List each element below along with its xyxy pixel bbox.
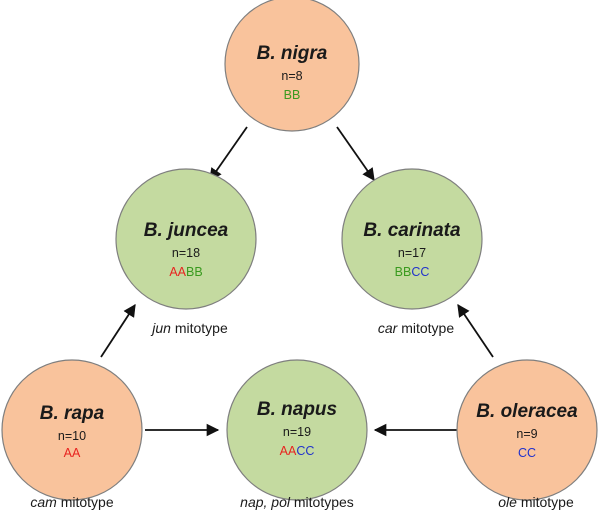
node-b-napus: B. napus n=19 AACC: [226, 359, 368, 501]
node-b-oleracea: B. oleracea n=9 CC: [456, 359, 598, 501]
mitotype-label-juncea: jun mitotype: [150, 320, 228, 336]
mitotype-word: mitotype: [397, 320, 454, 336]
genome-segment-cc: CC: [296, 444, 314, 458]
node-b-nigra: B. nigra n=8 BB: [224, 0, 360, 132]
genome-segment-aa: AA: [169, 265, 186, 279]
species-name: B. nigra: [257, 43, 328, 64]
arrow-rapa-to-juncea: [100, 303, 136, 358]
node-b-nigra-circle: [224, 0, 360, 132]
mitotype-word: mitotype: [57, 494, 114, 510]
node-b-rapa-circle: [1, 359, 143, 501]
genome-segment-aa: AA: [64, 446, 81, 460]
node-b-juncea: B. juncea n=18 AABB: [115, 168, 257, 310]
chromosome-count: n=19: [283, 425, 311, 439]
genome-segment-cc: CC: [411, 265, 429, 279]
mitotype-word: mitotype: [171, 320, 228, 336]
arrow-oleracea-to-carinata: [457, 303, 494, 358]
mitotype-code: cam: [30, 494, 57, 510]
mitotype-code: jun: [150, 320, 171, 336]
species-name: B. napus: [257, 399, 337, 420]
genome-segment-bb: BB: [395, 265, 412, 279]
chromosome-count: n=9: [516, 427, 537, 441]
genome-formula: AABB: [169, 265, 202, 279]
mitotype-code: nap, pol: [240, 494, 291, 510]
mitotype-label-carinata: car mitotype: [378, 320, 454, 336]
node-b-napus-circle: [226, 359, 368, 501]
genome-formula: BBCC: [395, 265, 430, 279]
mitotype-label-napus: nap, pol mitotypes: [240, 494, 354, 510]
node-b-rapa: B. rapa n=10 AA: [1, 359, 143, 501]
chromosome-count: n=8: [281, 69, 302, 83]
mitotype-code: ole: [498, 494, 517, 510]
genome-formula: BB: [284, 88, 301, 102]
genome-formula: CC: [518, 446, 536, 460]
genome-formula: AACC: [280, 444, 315, 458]
mitotype-word: mitotypes: [290, 494, 354, 510]
genome-segment-bb: BB: [186, 265, 203, 279]
species-name: B. carinata: [363, 220, 461, 241]
genome-segment-cc: CC: [518, 446, 536, 460]
chromosome-count: n=18: [172, 246, 200, 260]
species-name: B. rapa: [40, 403, 105, 424]
mitotype-word: mitotype: [517, 494, 574, 510]
genome-formula: AA: [64, 446, 81, 460]
node-b-carinata-circle: [341, 168, 483, 310]
arrow-nigra-to-carinata: [336, 126, 375, 182]
arrow-nigra-to-juncea: [209, 126, 248, 182]
node-b-oleracea-circle: [456, 359, 598, 501]
chromosome-count: n=17: [398, 246, 426, 260]
chromosome-count: n=10: [58, 429, 86, 443]
mitotype-label-rapa: cam mitotype: [30, 494, 113, 510]
node-b-juncea-circle: [115, 168, 257, 310]
genome-segment-bb: BB: [284, 88, 301, 102]
node-b-carinata: B. carinata n=17 BBCC: [341, 168, 483, 310]
mitotype-label-oleracea: ole mitotype: [498, 494, 574, 510]
species-name: B. oleracea: [476, 401, 578, 422]
species-name: B. juncea: [144, 220, 229, 241]
mitotype-code: car: [378, 320, 399, 336]
genome-segment-aa: AA: [280, 444, 297, 458]
